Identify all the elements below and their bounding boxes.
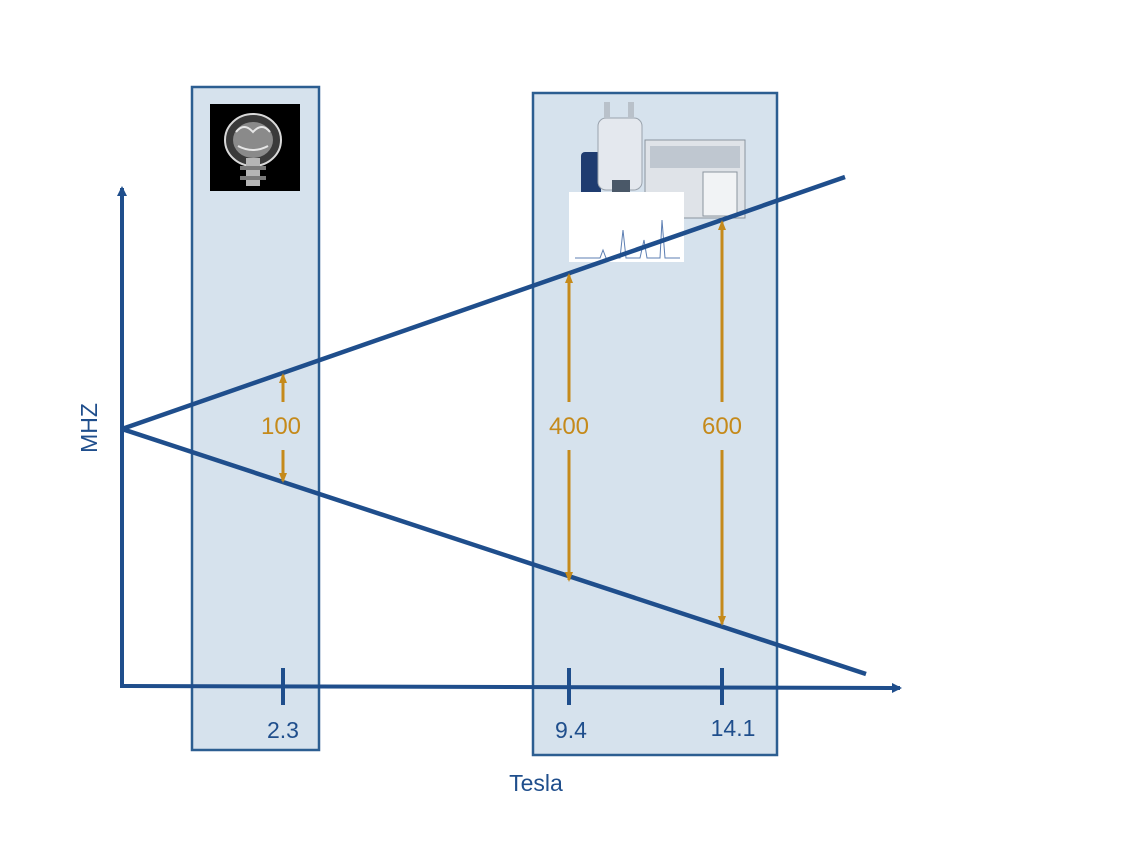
brain-mri-scan-icon xyxy=(210,104,300,191)
x-tick-label: 14.1 xyxy=(711,715,756,741)
x-tick-label: 9.4 xyxy=(555,717,587,743)
x-axis xyxy=(119,682,902,693)
x-tick-label: 2.3 xyxy=(267,717,299,743)
mri-panel xyxy=(190,85,321,752)
frequency-label: 100 xyxy=(261,413,301,440)
upper-frequency-line xyxy=(121,174,846,432)
x-axis-label: Tesla xyxy=(509,770,563,796)
lower-frequency-line xyxy=(121,426,867,677)
frequency-label: 400 xyxy=(549,413,589,440)
y-axis-label: MHZ xyxy=(76,403,102,453)
nmr-spectrometer-icon xyxy=(569,102,746,262)
frequency-label: 600 xyxy=(702,413,742,440)
